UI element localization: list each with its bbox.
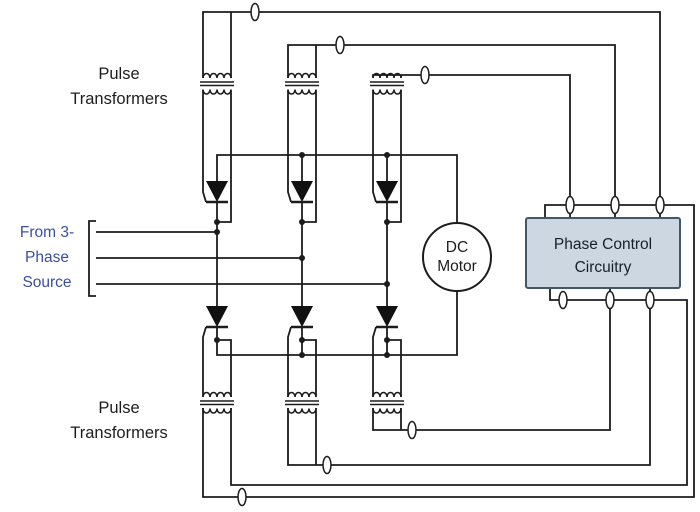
gate-drive-wire-bottom-1 <box>202 204 695 498</box>
cathode-return-lead <box>387 90 402 223</box>
gate-drive-wire-bottom-3 <box>372 288 611 431</box>
cathode-return-lead <box>217 90 232 223</box>
gate-drive-wire-top-3 <box>372 74 571 218</box>
cathode-return-lead <box>302 339 317 397</box>
pulse-transformer-bottom-3 <box>369 391 405 414</box>
thyristor-bottom-3 <box>374 304 400 329</box>
phase-control-box <box>525 217 681 289</box>
gate-drive-wire-top-1 <box>202 11 661 218</box>
thyristor-top-3 <box>374 179 400 204</box>
gate-lead <box>372 326 377 397</box>
wire-hop-icon <box>407 420 417 440</box>
wire-hop-icon <box>237 487 247 507</box>
pulse-transformer-top-1 <box>199 72 235 95</box>
cathode-return-lead <box>387 339 402 397</box>
junction-dots <box>214 152 390 358</box>
gate-drive-wire-top-2 <box>287 44 616 218</box>
pulse-transformer-top-2 <box>284 72 320 95</box>
wire-hop-icon <box>322 455 332 475</box>
pulse-transformer-bottom-2 <box>284 391 320 414</box>
thyristor-bottom-2 <box>289 304 315 329</box>
wire-hop-icon <box>645 290 655 310</box>
wire-hop-icon <box>605 290 615 310</box>
gate-lead <box>287 326 292 397</box>
gate-drive-wire-bottom-2 <box>287 288 651 466</box>
wire-hop-icon <box>655 195 665 215</box>
thyristor-top-1 <box>204 179 230 204</box>
source-bracket <box>88 220 96 297</box>
wire-hop-icon <box>558 290 568 310</box>
gate-drive-wire-bottom-1b <box>230 288 688 486</box>
pulse-transformer-bottom-1 <box>199 391 235 414</box>
gate-lead <box>202 326 207 397</box>
dc-motor-symbol <box>422 222 492 292</box>
wire-hop-icon <box>565 195 575 215</box>
thyristor-bottom-1 <box>204 304 230 329</box>
gate-lead <box>287 90 292 203</box>
positive-bus-wire <box>216 154 458 223</box>
wire-crossover-hops <box>237 2 665 507</box>
gate-lead <box>202 90 207 203</box>
pulse-transformer-top-3 <box>369 72 405 95</box>
wire-hop-icon <box>610 195 620 215</box>
wire-hop-icon <box>420 65 430 85</box>
negative-bus-wire <box>216 291 458 356</box>
gate-lead <box>372 90 377 203</box>
cathode-return-lead <box>217 339 232 397</box>
cathode-return-lead <box>302 90 317 223</box>
wire-hop-icon <box>250 2 260 22</box>
thyristor-top-2 <box>289 179 315 204</box>
wire-hop-icon <box>335 35 345 55</box>
